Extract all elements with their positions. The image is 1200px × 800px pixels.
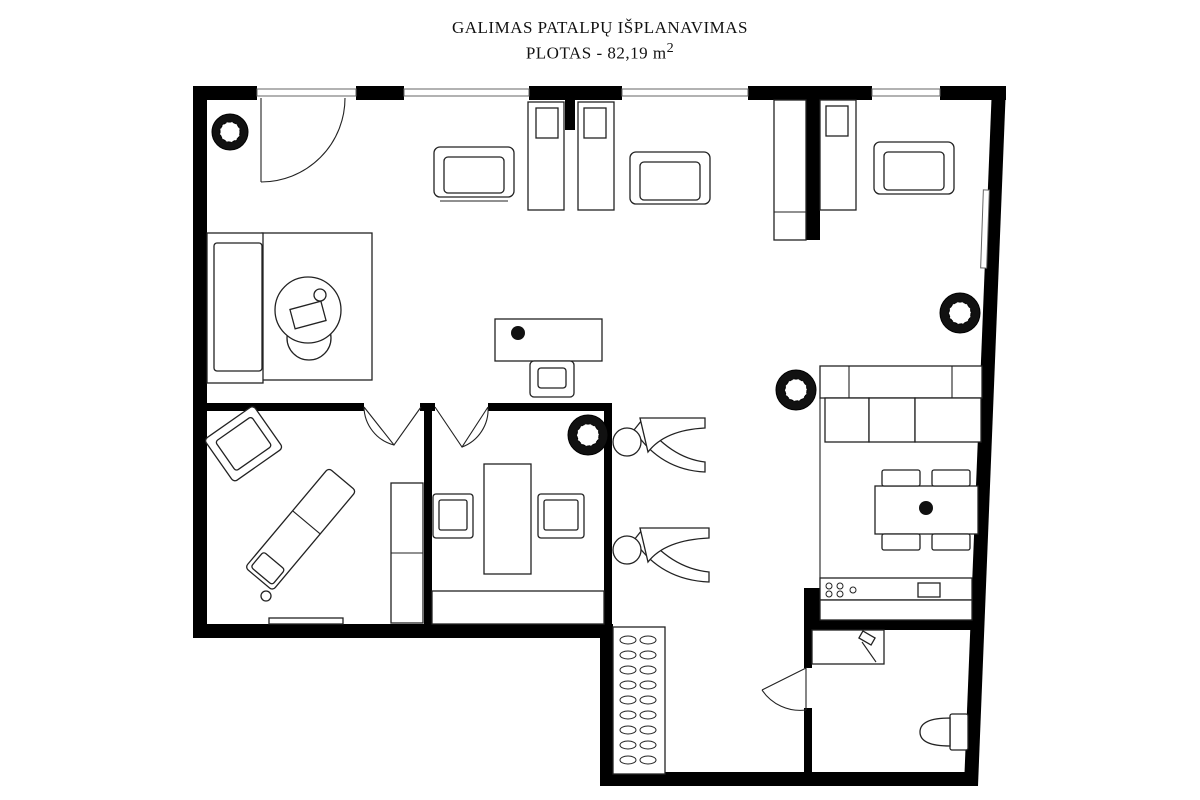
interior-walls [207, 98, 974, 776]
dining-chair-3 [881, 533, 921, 551]
waiting-area [612, 417, 710, 583]
dining-chair-1 [881, 469, 921, 487]
doors [260, 97, 807, 711]
kitchen-cabinet-2 [868, 397, 916, 443]
meeting-table [483, 463, 532, 575]
plant-meeting-room [567, 414, 609, 456]
treatment-room [205, 406, 424, 625]
storage-cabinet [773, 99, 807, 241]
windows [256, 88, 990, 269]
area-unit-superscript: 2 [666, 40, 675, 56]
cup [313, 288, 327, 302]
kitchen [819, 365, 983, 621]
upper-cabinets [819, 365, 983, 399]
workstations [433, 99, 955, 241]
armchair-3 [873, 141, 955, 195]
kitchen-sink [917, 582, 941, 598]
radiator [268, 617, 344, 625]
plan-title: GALIMAS PATALPŲ IŠPLANAVIMAS [451, 18, 749, 37]
lounge-chair-2 [612, 527, 710, 583]
kitchen-cabinet-1 [824, 397, 870, 443]
central-desk [494, 318, 603, 398]
bathroom [811, 629, 969, 751]
monitor-3 [825, 105, 849, 137]
dining-chair-4 [931, 533, 971, 551]
meeting-room [431, 463, 605, 625]
plant-near-kitchen [775, 369, 817, 411]
meeting-cabinet [431, 590, 605, 625]
plant-top-left [211, 113, 249, 151]
monitor-2 [583, 107, 607, 139]
shoe-rack [612, 626, 666, 775]
area-label: PLOTAS - 82,19 m2 [0, 40, 1200, 64]
dining-chair-2 [931, 469, 971, 487]
armchair-room1 [205, 406, 283, 482]
lounge-area [206, 232, 373, 384]
kitchen-counter [819, 577, 973, 601]
armchair-1 [433, 146, 515, 202]
plant-right-wall [939, 292, 981, 334]
exterior-walls [193, 86, 1006, 786]
kitchen-cabinet-3 [914, 397, 982, 443]
area-value: PLOTAS - 82,19 m [525, 43, 667, 63]
armchair-2 [629, 151, 711, 205]
plants [211, 113, 981, 456]
monitor-1 [535, 107, 559, 139]
magazine [289, 300, 327, 330]
lounge-chair-1 [612, 417, 706, 473]
toilet [919, 713, 969, 751]
treatment-bed [246, 468, 356, 590]
